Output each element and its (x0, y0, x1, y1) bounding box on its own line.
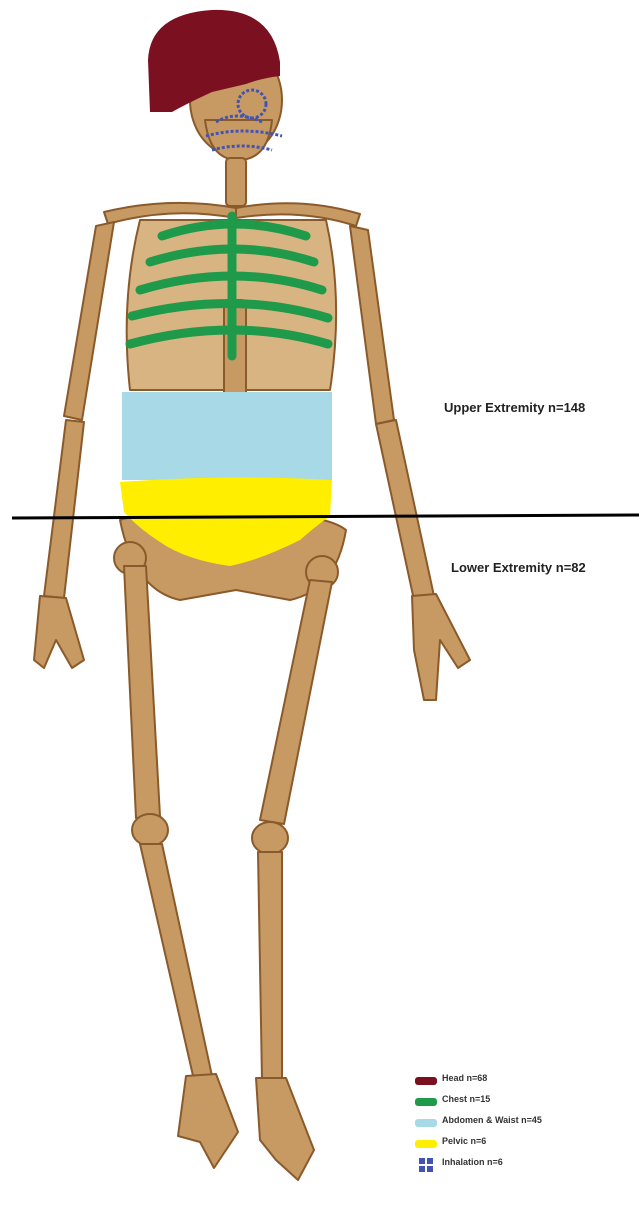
skeleton (34, 44, 470, 1180)
legend: Head n=68 Chest n=15 Abdomen & Waist n=4… (415, 1072, 635, 1177)
legend-item-pelvic: Pelvic n=6 (415, 1135, 635, 1156)
left-femur (124, 566, 160, 818)
legend-item-inhalation: Inhalation n=6 (415, 1156, 635, 1177)
left-foot (178, 1074, 238, 1168)
lower-extremity-label: Lower Extremity n=82 (451, 560, 586, 575)
legend-label-head: Head n=68 (442, 1073, 487, 1083)
legend-label-pelvic: Pelvic n=6 (442, 1136, 486, 1146)
legend-label-abdomen: Abdomen & Waist n=45 (442, 1115, 542, 1125)
legend-item-head: Head n=68 (415, 1072, 635, 1093)
right-knee (252, 822, 288, 854)
chest-swatch (415, 1098, 437, 1106)
inhalation-grid-icon (419, 1158, 433, 1172)
right-tibia (258, 852, 282, 1080)
abdomen-waist-region-overlay (122, 392, 332, 480)
legend-label-inhalation: Inhalation n=6 (442, 1157, 503, 1167)
left-tibia (140, 844, 212, 1080)
extremity-divider-line (12, 515, 639, 518)
cervical-spine (226, 158, 246, 206)
left-hand (34, 596, 84, 668)
legend-item-chest: Chest n=15 (415, 1093, 635, 1114)
left-knee (132, 814, 168, 846)
pelvic-swatch (415, 1140, 437, 1148)
head-swatch (415, 1077, 437, 1085)
abdomen-swatch (415, 1119, 437, 1127)
left-radius-ulna (44, 420, 84, 598)
right-radius-ulna (376, 420, 434, 600)
upper-extremity-label: Upper Extremity n=148 (444, 400, 585, 415)
legend-item-abdomen: Abdomen & Waist n=45 (415, 1114, 635, 1135)
right-femur (260, 580, 332, 824)
jaw (205, 120, 272, 160)
right-hand (412, 594, 470, 700)
right-foot (256, 1078, 314, 1180)
legend-label-chest: Chest n=15 (442, 1094, 490, 1104)
chest-region-overlay (130, 216, 328, 356)
right-humerus (350, 226, 394, 424)
left-humerus (64, 222, 114, 420)
